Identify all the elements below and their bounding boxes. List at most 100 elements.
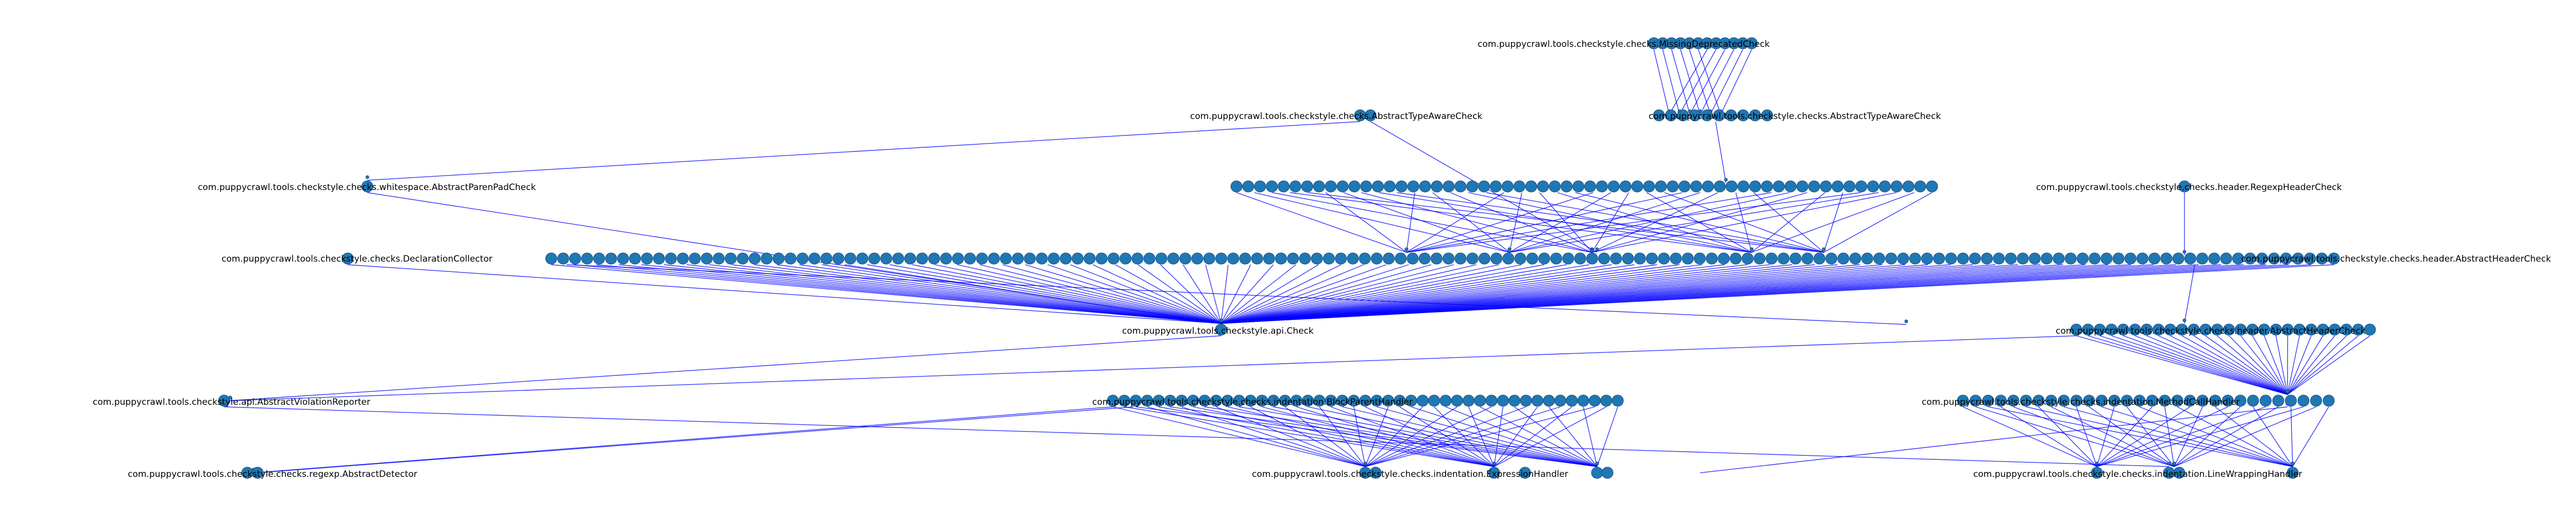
class-node bbox=[916, 252, 928, 265]
class-node bbox=[1275, 252, 1287, 265]
inheritance-edge bbox=[1221, 264, 2334, 324]
inheritance-edge bbox=[1147, 406, 1366, 467]
class-node bbox=[1313, 180, 1325, 193]
class-node bbox=[1215, 252, 1227, 265]
class-node bbox=[1299, 252, 1311, 265]
class-node bbox=[1749, 180, 1761, 193]
edge-arrowhead bbox=[1404, 247, 1409, 251]
class-node bbox=[2076, 252, 2089, 265]
class-node bbox=[1566, 394, 1578, 407]
class-node bbox=[1443, 180, 1455, 193]
class-node bbox=[2196, 394, 2209, 407]
inheritance-edge bbox=[1434, 406, 1495, 467]
class-node bbox=[2305, 323, 2317, 336]
inheritance-edge bbox=[1365, 406, 1458, 467]
class-node bbox=[1689, 109, 1701, 122]
node-label-row6-mid: com.puppycrawl.tools.checkstyle.checks.i… bbox=[1092, 397, 1413, 407]
class-node bbox=[1873, 252, 1886, 265]
class-node bbox=[2340, 323, 2352, 336]
class-node bbox=[1263, 252, 1275, 265]
class-node bbox=[1488, 467, 1500, 479]
class-node bbox=[1902, 180, 1914, 193]
class-node bbox=[1502, 252, 1515, 265]
inheritance-edge bbox=[1181, 406, 1366, 467]
class-node bbox=[1690, 180, 1702, 193]
inheritance-edge bbox=[1988, 406, 2293, 467]
class-node bbox=[653, 252, 665, 265]
class-node bbox=[2124, 252, 2137, 265]
class-node-header-check bbox=[2178, 180, 2191, 193]
inheritance-edge bbox=[889, 264, 1222, 324]
class-node bbox=[1766, 252, 1778, 265]
class-node bbox=[844, 252, 857, 265]
class-node bbox=[1239, 252, 1251, 265]
class-node bbox=[1749, 109, 1761, 122]
class-node bbox=[1311, 252, 1323, 265]
class-node bbox=[1474, 394, 1486, 407]
class-node bbox=[1601, 467, 1614, 479]
edge-arrowhead bbox=[1219, 318, 1223, 322]
inheritance-edge bbox=[1406, 192, 1415, 253]
class-node bbox=[2285, 394, 2297, 407]
class-node bbox=[1577, 394, 1589, 407]
edge-arrowhead bbox=[1822, 247, 1826, 251]
class-node bbox=[2100, 252, 2113, 265]
inheritance-edge bbox=[1509, 192, 1701, 253]
class-node bbox=[2028, 252, 2041, 265]
inheritance-edge bbox=[1509, 192, 1879, 253]
inheritance-edge bbox=[1221, 264, 1432, 324]
inheritance-edge bbox=[2287, 335, 2312, 395]
class-node bbox=[749, 252, 761, 265]
class-node bbox=[2329, 323, 2341, 336]
class-node bbox=[2016, 252, 2029, 265]
class-node bbox=[545, 252, 557, 265]
class-node bbox=[1514, 252, 1527, 265]
edge-arrowhead bbox=[1363, 461, 1367, 466]
inheritance-edge bbox=[619, 264, 1222, 324]
class-node bbox=[2082, 323, 2094, 336]
class-node bbox=[1586, 252, 1598, 265]
inheritance-edge bbox=[1361, 192, 1592, 253]
class-node bbox=[1730, 252, 1742, 265]
class-node bbox=[2007, 394, 2020, 407]
class-node bbox=[1969, 252, 1981, 265]
class-node bbox=[904, 252, 917, 265]
inheritance-edge bbox=[2111, 335, 2288, 395]
class-node bbox=[1131, 252, 1144, 265]
edge-arrowhead bbox=[1595, 461, 1599, 466]
class-node bbox=[1701, 109, 1713, 122]
class-node bbox=[1933, 252, 1945, 265]
class-node bbox=[2172, 252, 2184, 265]
node-label-top-check: com.puppycrawl.tools.checkstyle.checks.M… bbox=[1478, 39, 1770, 49]
class-node bbox=[1653, 109, 1665, 122]
class-node bbox=[2160, 252, 2173, 265]
inheritance-edge bbox=[1221, 264, 1567, 324]
inheritance-edge bbox=[1239, 406, 1598, 467]
class-node bbox=[1336, 180, 1349, 193]
class-node bbox=[1443, 252, 1455, 265]
inheritance-edge bbox=[1680, 49, 1701, 115]
edge-layer bbox=[224, 49, 2370, 473]
class-node bbox=[2095, 394, 2108, 407]
inheritance-edge bbox=[2228, 335, 2288, 395]
class-node bbox=[856, 252, 869, 265]
edge-arrowhead bbox=[1904, 319, 1908, 323]
inheritance-edge bbox=[367, 121, 1361, 181]
class-node bbox=[1072, 252, 1084, 265]
class-node bbox=[1993, 252, 2005, 265]
class-node bbox=[1677, 109, 1689, 122]
class-node bbox=[2208, 252, 2221, 265]
inheritance-edge bbox=[2287, 335, 2324, 395]
class-node bbox=[1513, 180, 1526, 193]
class-node bbox=[2281, 323, 2294, 336]
class-node bbox=[581, 252, 594, 265]
edge-arrowhead bbox=[2182, 250, 2187, 254]
class-node bbox=[1789, 252, 1802, 265]
class-node bbox=[2364, 323, 2376, 336]
inheritance-edge bbox=[1221, 264, 1522, 324]
inheritance-edge bbox=[1221, 264, 1319, 324]
inheritance-edge bbox=[1365, 406, 1492, 467]
inheritance-edge bbox=[1823, 192, 1933, 253]
class-node bbox=[2184, 394, 2196, 407]
inheritance-edge bbox=[1250, 406, 1366, 467]
